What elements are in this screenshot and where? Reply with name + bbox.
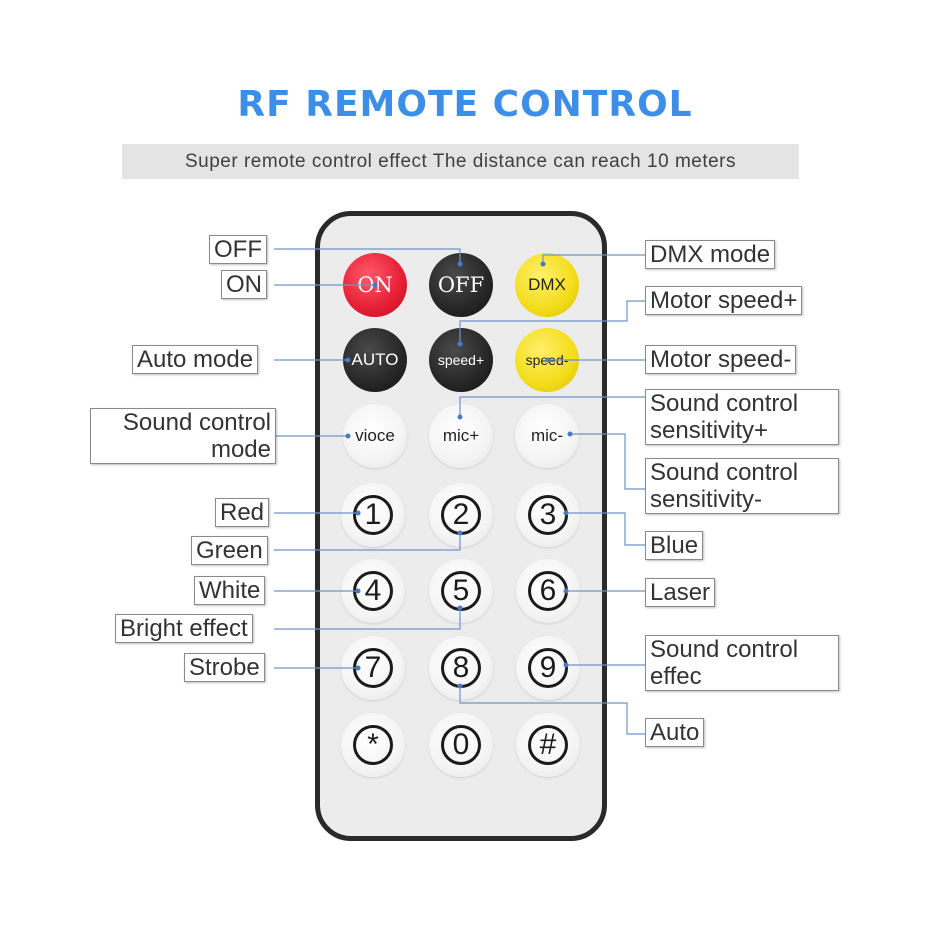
speed-down-button-label: speed- <box>526 352 569 368</box>
key-9-label: 9 <box>528 648 568 688</box>
key-3-button[interactable]: 3 <box>516 483 580 547</box>
speed-up-button[interactable]: speed+ <box>429 328 493 392</box>
key-7-label: 7 <box>353 648 393 688</box>
on-button[interactable]: ON <box>343 253 407 317</box>
callout-sensitivity-up-line2: sensitivity+ <box>650 417 834 444</box>
subtitle-banner: Super remote control effect The distance… <box>122 144 799 179</box>
key-4-label: 4 <box>353 571 393 611</box>
key-9-button[interactable]: 9 <box>516 636 580 700</box>
callout-sound-control-mode-line1: Sound control <box>95 409 271 436</box>
key-1-button[interactable]: 1 <box>341 483 405 547</box>
callout-blue: Blue <box>645 531 703 560</box>
callout-red: Red <box>215 498 269 527</box>
callout-sensitivity-down-line2: sensitivity- <box>650 486 834 513</box>
mic-up-button[interactable]: mic+ <box>429 404 493 468</box>
key-star-label: * <box>353 725 393 765</box>
callout-sensitivity-down: Sound control sensitivity- <box>645 458 839 514</box>
key-2-button[interactable]: 2 <box>429 483 493 547</box>
voice-button[interactable]: vioce <box>343 404 407 468</box>
callout-sound-control-effect: Sound control effec <box>645 635 839 691</box>
key-8-button[interactable]: 8 <box>429 636 493 700</box>
page-title: RF REMOTE CONTROL <box>0 84 930 125</box>
key-0-button[interactable]: 0 <box>429 713 493 777</box>
key-8-label: 8 <box>441 648 481 688</box>
key-3-label: 3 <box>528 495 568 535</box>
off-button-label: OFF <box>438 273 484 297</box>
key-star-button[interactable]: * <box>341 713 405 777</box>
callout-strobe: Strobe <box>184 653 265 682</box>
voice-button-label: vioce <box>355 426 395 446</box>
callout-sound-control-effect-line2: effec <box>650 663 834 690</box>
key-6-button[interactable]: 6 <box>516 559 580 623</box>
callout-motor-speed-down: Motor speed- <box>645 345 796 374</box>
key-4-button[interactable]: 4 <box>341 559 405 623</box>
auto-button[interactable]: AUTO <box>343 328 407 392</box>
key-hash-button[interactable]: # <box>516 713 580 777</box>
dmx-button-label: DMX <box>528 275 566 295</box>
on-button-label: ON <box>357 273 393 297</box>
key-1-label: 1 <box>353 495 393 535</box>
key-2-label: 2 <box>441 495 481 535</box>
auto-button-label: AUTO <box>352 350 399 370</box>
mic-up-button-label: mic+ <box>443 426 479 446</box>
speed-up-button-label: speed+ <box>438 352 484 368</box>
off-button[interactable]: OFF <box>429 253 493 317</box>
callout-white: White <box>194 576 265 605</box>
callout-auto: Auto <box>645 718 704 747</box>
callout-sound-control-effect-line1: Sound control <box>650 636 834 663</box>
key-6-label: 6 <box>528 571 568 611</box>
callout-dmx-mode: DMX mode <box>645 240 775 269</box>
callout-sound-control-mode: Sound control mode <box>90 408 276 464</box>
mic-down-button-label: mic- <box>531 426 563 446</box>
mic-down-button[interactable]: mic- <box>515 404 579 468</box>
callout-green: Green <box>191 536 268 565</box>
speed-down-button[interactable]: speed- <box>515 328 579 392</box>
callout-sound-control-mode-line2: mode <box>95 436 271 463</box>
key-5-label: 5 <box>441 571 481 611</box>
callout-bright-effect: Bright effect <box>115 614 253 643</box>
callout-off: OFF <box>209 235 267 264</box>
key-0-label: 0 <box>441 725 481 765</box>
callout-motor-speed-up: Motor speed+ <box>645 286 802 315</box>
key-5-button[interactable]: 5 <box>429 559 493 623</box>
callout-on: ON <box>221 270 267 299</box>
key-hash-label: # <box>528 725 568 765</box>
key-7-button[interactable]: 7 <box>341 636 405 700</box>
callout-sensitivity-down-line1: Sound control <box>650 459 834 486</box>
dmx-button[interactable]: DMX <box>515 253 579 317</box>
callout-auto-mode: Auto mode <box>132 345 258 374</box>
callout-laser: Laser <box>645 578 715 607</box>
callout-sensitivity-up-line1: Sound control <box>650 390 834 417</box>
callout-sensitivity-up: Sound control sensitivity+ <box>645 389 839 445</box>
